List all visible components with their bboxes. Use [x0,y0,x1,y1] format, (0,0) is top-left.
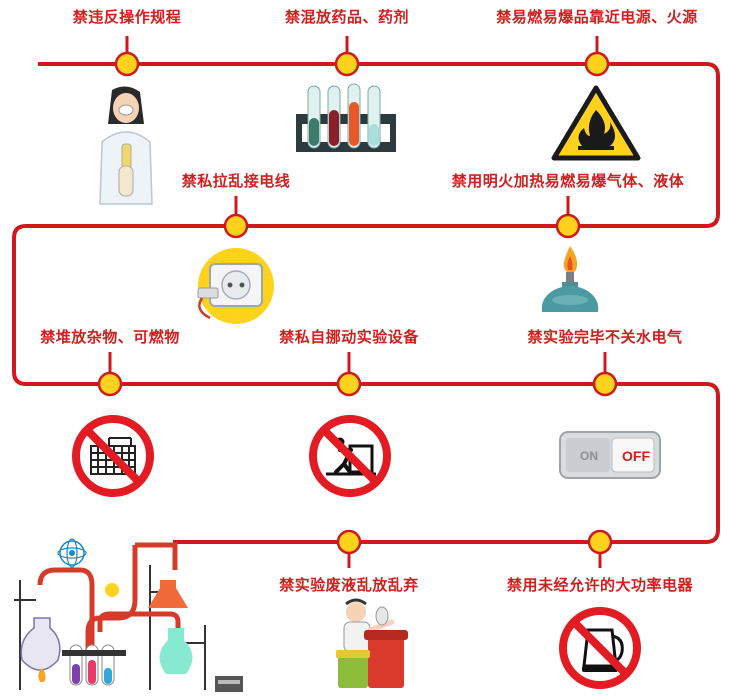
rule-label-7: 禁私自挪动实验设备 [279,328,419,346]
node-5 [555,213,581,239]
power-socket-icon [197,248,274,324]
node-4 [223,213,249,239]
node-3 [584,51,610,77]
rule-label-4: 禁私拉乱接电线 [181,172,291,190]
waste-disposal-icon [336,598,408,688]
rule-label-1: 禁违反操作规程 [72,8,182,26]
node-2 [334,51,360,77]
node-7 [336,371,362,397]
switch-off-label: OFF [622,448,650,464]
lab-apparatus-illustration [14,538,243,692]
switch-on-label: ON [580,449,598,463]
node-1 [114,51,140,77]
rule-label-2: 禁混放药品、药剂 [284,8,410,26]
node-10 [587,529,613,555]
rule-label-6: 禁堆放杂物、可燃物 [40,328,180,346]
node-9 [336,529,362,555]
node-6 [97,371,123,397]
connector-ticks [108,36,607,568]
flow-line [12,62,720,565]
flammable-warning-icon [551,85,641,161]
no-clutter-icon [72,415,154,497]
rule-label-9: 禁实验废液乱放乱弃 [279,576,419,594]
no-kettle-icon [559,607,641,689]
scientist-icon [99,86,153,205]
rule-label-8: 禁实验完毕不关水电气 [527,328,683,346]
rule-label-3: 禁易燃易爆品靠近电源、火源 [496,8,698,26]
rule-label-10: 禁用未经允许的大功率电器 [506,576,694,594]
node-8 [592,371,618,397]
rule-label-5: 禁用明火加热易燃易爆气体、液体 [451,172,685,190]
alcohol-burner-icon [541,246,599,312]
test-tubes-icon [296,83,396,152]
on-off-switch-icon [559,431,661,479]
no-moving-equipment-icon [309,415,391,497]
